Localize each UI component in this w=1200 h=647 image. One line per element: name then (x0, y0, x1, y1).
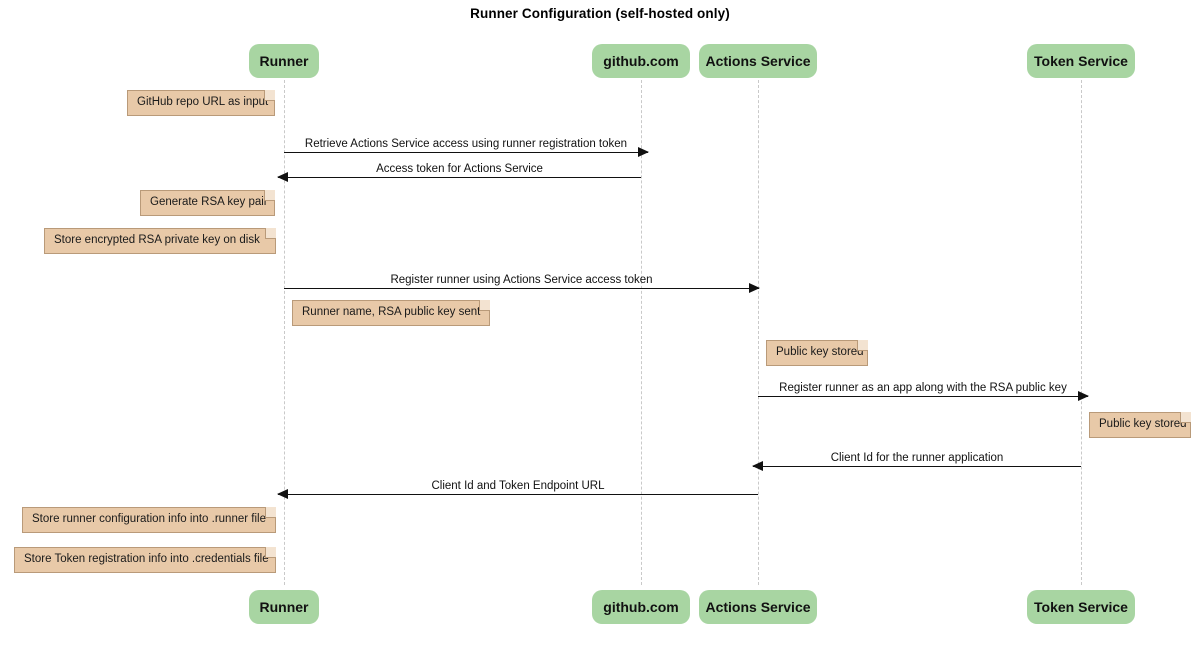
message-line (284, 152, 648, 153)
lifeline-runner (284, 80, 285, 585)
note-public-key-stored-token: Public key stored (1089, 412, 1191, 438)
arrowhead-left-icon (277, 172, 288, 182)
note-label: Store encrypted RSA private key on disk (54, 234, 260, 247)
participant-runner-top[interactable]: Runner (249, 44, 319, 78)
message-label: Register runner using Actions Service ac… (390, 274, 653, 286)
message-client-id-and-token-endpoint-url: Client Id and Token Endpoint URL (277, 480, 758, 499)
note-label: Public key stored (1099, 418, 1187, 431)
arrowhead-right-icon (638, 147, 649, 157)
arrowhead-left-icon (752, 461, 763, 471)
message-register-runner-as-an-app: Register runner as an app along with the… (758, 382, 1089, 401)
participant-actions-label-bottom: Actions Service (705, 599, 811, 615)
message-line (278, 494, 758, 495)
lifeline-actions (758, 80, 759, 585)
note-fold-corner-icon (265, 507, 276, 518)
lifeline-github (641, 80, 642, 585)
note-label: Store runner configuration info into .ru… (32, 513, 266, 526)
page-title: Runner Configuration (self-hosted only) (470, 6, 730, 21)
note-label: Public key stored (776, 346, 864, 359)
note-fold-corner-icon (265, 547, 276, 558)
participant-github-bottom[interactable]: github.com (592, 590, 690, 624)
message-line (278, 177, 641, 178)
participant-token-bottom[interactable]: Token Service (1027, 590, 1135, 624)
note-label: Store Token registration info into .cred… (24, 553, 269, 566)
note-fold-corner-icon (1180, 412, 1191, 423)
participant-actions-bottom[interactable]: Actions Service (699, 590, 817, 624)
note-public-key-stored-actions: Public key stored (766, 340, 868, 366)
participant-token-label-bottom: Token Service (1034, 599, 1128, 615)
message-line (753, 466, 1081, 467)
participant-github-label-top: github.com (603, 53, 679, 69)
note-fold-corner-icon (265, 228, 276, 239)
note-label: GitHub repo URL as input (137, 96, 269, 109)
note-store-runner-configuration: Store runner configuration info into .ru… (22, 507, 276, 533)
note-store-encrypted-rsa-private-key: Store encrypted RSA private key on disk (44, 228, 276, 254)
message-label: Access token for Actions Service (376, 163, 543, 175)
message-register-runner-using-access-token: Register runner using Actions Service ac… (284, 274, 760, 293)
participant-token-top[interactable]: Token Service (1027, 44, 1135, 78)
message-line (284, 288, 759, 289)
participant-token-label-top: Token Service (1034, 53, 1128, 69)
participant-actions-label-top: Actions Service (705, 53, 811, 69)
note-fold-corner-icon (479, 300, 490, 311)
message-retrieve-actions-service-access: Retrieve Actions Service access using ru… (284, 138, 649, 157)
note-fold-corner-icon (264, 90, 275, 101)
note-fold-corner-icon (264, 190, 275, 201)
message-label: Retrieve Actions Service access using ru… (304, 138, 628, 150)
arrowhead-right-icon (1078, 391, 1089, 401)
note-generate-rsa-key-pair: Generate RSA key pair (140, 190, 275, 216)
participant-actions-top[interactable]: Actions Service (699, 44, 817, 78)
note-store-token-registration: Store Token registration info into .cred… (14, 547, 276, 573)
message-line (758, 396, 1088, 397)
participant-github-label-bottom: github.com (603, 599, 679, 615)
message-label: Client Id and Token Endpoint URL (431, 480, 605, 492)
participant-github-top[interactable]: github.com (592, 44, 690, 78)
participant-runner-label-bottom: Runner (259, 599, 309, 615)
lifeline-token (1081, 80, 1082, 585)
message-access-token-for-actions-service: Access token for Actions Service (277, 163, 641, 182)
arrowhead-left-icon (277, 489, 288, 499)
arrowhead-right-icon (749, 283, 760, 293)
participant-runner-bottom[interactable]: Runner (249, 590, 319, 624)
message-client-id-for-runner-application: Client Id for the runner application (752, 452, 1081, 471)
participant-runner-label-top: Runner (259, 53, 309, 69)
message-label: Register runner as an app along with the… (779, 382, 1067, 394)
note-fold-corner-icon (857, 340, 868, 351)
note-runner-name-rsa-public-key-sent: Runner name, RSA public key sent (292, 300, 490, 326)
note-github-repo-url: GitHub repo URL as input (127, 90, 275, 116)
note-label: Generate RSA key pair (150, 196, 268, 209)
message-label: Client Id for the runner application (830, 452, 1004, 464)
note-label: Runner name, RSA public key sent (302, 306, 481, 319)
